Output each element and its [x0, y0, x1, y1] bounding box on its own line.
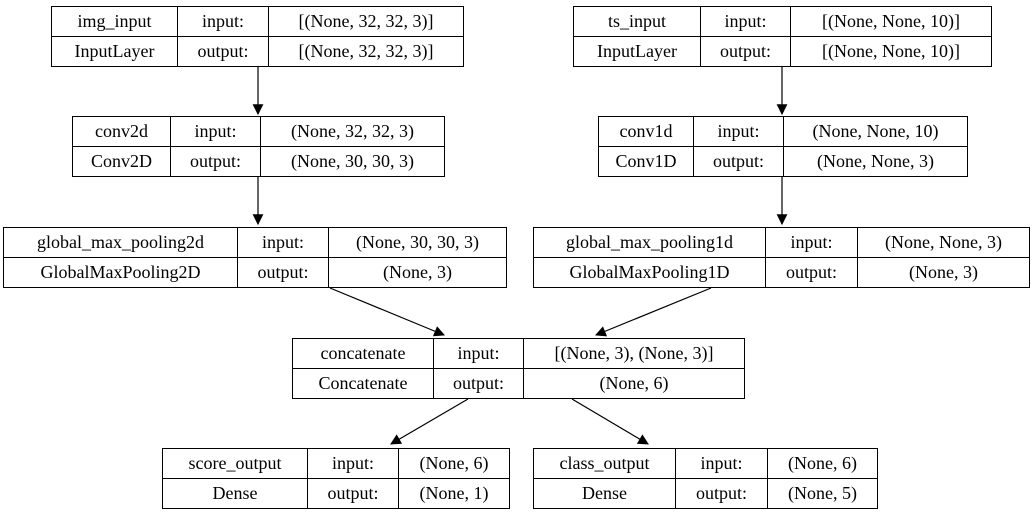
layer-name: conv2d: [73, 117, 171, 147]
output-shape: (None, 3): [383, 262, 452, 283]
layer-type: Conv1D: [599, 146, 694, 176]
layer-name: conv1d: [599, 117, 694, 147]
layer-name: class_output: [534, 449, 676, 479]
node-global-max-pooling1d: global_max_pooling1d input: (None, None,…: [533, 227, 1030, 288]
edge-concatenate-class_output: [571, 398, 649, 445]
node-img-input: img_input input: [(None, 32, 32, 3)] Inp…: [51, 6, 464, 67]
input-shape: (None, None, 3): [858, 228, 1029, 258]
layer-name: global_max_pooling1d: [534, 228, 766, 258]
output-shape: (None, 5): [788, 483, 857, 504]
output-label: output:: [766, 257, 858, 287]
input-label: input:: [766, 228, 858, 258]
input-shape: (None, None, 10): [784, 117, 967, 147]
layer-name: global_max_pooling2d: [4, 228, 238, 258]
output-label: output:: [694, 146, 784, 176]
input-label: input:: [694, 117, 784, 147]
output-shape: (None, 1): [419, 483, 489, 504]
output-shape: [(None, 32, 32, 3)]: [298, 41, 434, 62]
output-label: output:: [178, 36, 269, 66]
input-label: input:: [171, 117, 261, 147]
output-shape: (None, 6): [599, 373, 669, 394]
output-label: output:: [308, 478, 399, 508]
layer-type: GlobalMaxPooling2D: [4, 257, 238, 287]
node-concatenate: concatenate input: [(None, 3), (None, 3)…: [292, 338, 745, 399]
node-conv1d: conv1d input: (None, None, 10) Conv1D ou…: [598, 116, 968, 177]
layer-type: GlobalMaxPooling1D: [534, 257, 766, 287]
input-shape: (None, 6): [768, 449, 877, 479]
output-label: output:: [171, 146, 261, 176]
output-shape: (None, 30, 30, 3): [291, 151, 414, 172]
output-shape: (None, 3): [909, 262, 978, 283]
output-label: output:: [238, 257, 329, 287]
input-label: input:: [178, 7, 269, 37]
node-class-output: class_output input: (None, 6) Dense outp…: [533, 448, 878, 509]
node-ts-input: ts_input input: [(None, None, 10)] Input…: [573, 6, 992, 67]
layer-name: score_output: [163, 449, 308, 479]
input-shape: (None, 32, 32, 3): [261, 117, 444, 147]
input-label: input:: [701, 7, 791, 37]
layer-name: ts_input: [574, 7, 701, 37]
edge-global_max_pooling1d-concatenate: [595, 287, 712, 337]
node-global-max-pooling2d: global_max_pooling2d input: (None, 30, 3…: [3, 227, 507, 288]
layer-type: Concatenate: [293, 368, 434, 398]
input-label: input:: [308, 449, 399, 479]
output-label: output:: [434, 368, 524, 398]
layer-type: Dense: [534, 478, 676, 508]
input-label: input:: [676, 449, 768, 479]
input-shape: [(None, None, 10)]: [791, 7, 991, 37]
layer-type: InputLayer: [52, 36, 178, 66]
input-shape: (None, 6): [399, 449, 509, 479]
output-shape: [(None, None, 10)]: [822, 41, 960, 62]
edge-concatenate-score_output: [390, 398, 469, 445]
layer-type: Conv2D: [73, 146, 171, 176]
output-label: output:: [676, 478, 768, 508]
node-score-output: score_output input: (None, 6) Dense outp…: [162, 448, 510, 509]
layer-type: Dense: [163, 478, 308, 508]
input-shape: [(None, 32, 32, 3)]: [269, 7, 463, 37]
node-conv2d: conv2d input: (None, 32, 32, 3) Conv2D o…: [72, 116, 445, 177]
input-shape: [(None, 3), (None, 3)]: [524, 339, 744, 369]
layer-type: InputLayer: [574, 36, 701, 66]
input-label: input:: [434, 339, 524, 369]
layer-name: concatenate: [293, 339, 434, 369]
edge-global_max_pooling2d-concatenate: [329, 287, 445, 337]
input-label: input:: [238, 228, 329, 258]
layer-name: img_input: [52, 7, 178, 37]
output-shape: (None, None, 3): [817, 151, 934, 172]
output-label: output:: [701, 36, 791, 66]
input-shape: (None, 30, 30, 3): [329, 228, 506, 258]
